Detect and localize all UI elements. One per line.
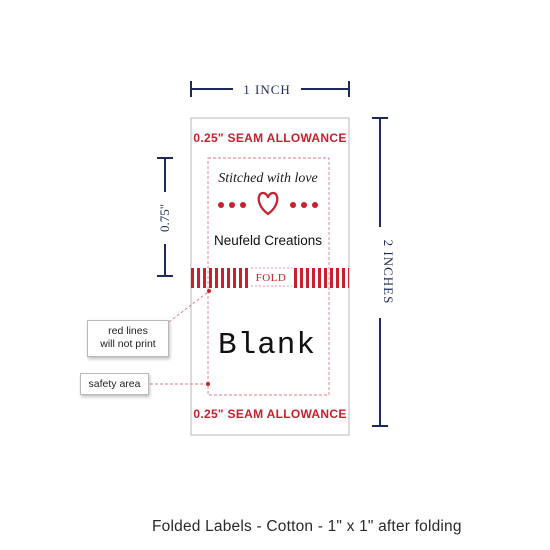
red-lines-callout: red lines will not print [87, 320, 169, 357]
fold-stripe-right-0 [294, 268, 297, 288]
height-label: 2 INCHES [381, 240, 396, 305]
seam-allowance-bottom: 0.25" SEAM ALLOWANCE [193, 407, 346, 421]
dot-left-3 [240, 202, 246, 208]
fold-stripe-right-8 [342, 268, 345, 288]
fold-stripe-left-4 [215, 268, 218, 288]
height-dimension [372, 117, 388, 427]
width-label: 1 INCH [243, 82, 291, 97]
seam-allowance-top: 0.25" SEAM ALLOWANCE [193, 131, 346, 145]
safety-area-pointer [206, 382, 210, 386]
safety-area-box [207, 157, 330, 396]
safety-area-callout-label: safety area [88, 378, 141, 390]
dot-left-1 [218, 202, 224, 208]
fold-stripes-left [191, 268, 248, 288]
fold-stripe-right-5 [324, 268, 327, 288]
fold-stripe-left-5 [221, 268, 224, 288]
fold-stripe-right-7 [336, 268, 339, 288]
dot-right-1 [290, 202, 296, 208]
dot-left-2 [229, 202, 235, 208]
red-lines-connector [168, 291, 209, 323]
fold-stripe-right-6 [330, 268, 333, 288]
script-text: Stitched with love [218, 171, 318, 186]
fold-stripe-right-9 [348, 268, 349, 288]
fold-stripe-left-2 [203, 268, 206, 288]
width-dimension [190, 81, 350, 97]
red-lines-pointer [207, 289, 211, 293]
red-lines-callout-line1: red lines [108, 325, 148, 337]
footer-caption: Folded Labels - Cotton - 1" x 1" after f… [152, 518, 462, 535]
business-name: Neufeld Creations [214, 233, 322, 248]
fold-stripe-left-0 [191, 268, 194, 288]
fold-stripe-left-6 [227, 268, 230, 288]
fold-stripe-left-9 [245, 268, 248, 288]
red-lines-callout-line2: will not print [100, 338, 156, 350]
fold-stripe-left-7 [233, 268, 236, 288]
fold-stripe-left-8 [239, 268, 242, 288]
fold-stripe-right-1 [300, 268, 303, 288]
fold-text: FOLD [256, 272, 287, 284]
blank-text: Blank [218, 328, 316, 363]
fold-stripe-left-1 [197, 268, 200, 288]
fold-stripe-right-3 [312, 268, 315, 288]
safety-area-callout: safety area [80, 373, 149, 395]
fold-stripe-right-4 [318, 268, 321, 288]
half-label: 0.75" [157, 204, 172, 232]
fold-stripes-right [294, 268, 349, 288]
fold-stripe-right-2 [306, 268, 309, 288]
heart-icon [257, 191, 279, 216]
fold-stripe-left-3 [209, 268, 212, 288]
half-dimension [157, 157, 173, 277]
dot-right-3 [312, 202, 318, 208]
dot-right-2 [301, 202, 307, 208]
heart-dots-row [218, 191, 318, 216]
